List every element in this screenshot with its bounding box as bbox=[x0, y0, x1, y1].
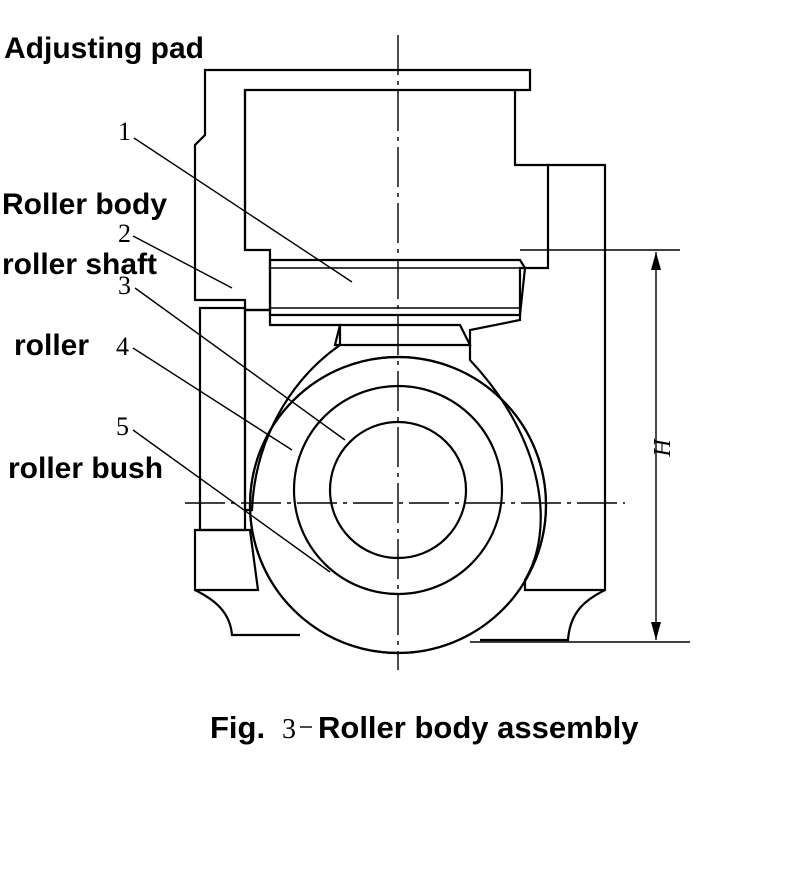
leader-3 bbox=[134, 287, 346, 441]
leader-4 bbox=[132, 347, 293, 451]
part-number-3: 3 bbox=[118, 271, 131, 300]
body-left-outer-slot bbox=[198, 306, 247, 532]
caption-prefix: Fig. bbox=[210, 710, 265, 745]
dimension-h-label: H bbox=[650, 438, 676, 458]
label-roller-shaft: roller shaft bbox=[2, 248, 157, 281]
body-left-foot bbox=[193, 528, 260, 592]
caption-number: 3 bbox=[282, 714, 296, 745]
body-left-lower-wall bbox=[243, 308, 342, 512]
body-right-block bbox=[468, 163, 607, 592]
part-number-5: 5 bbox=[116, 412, 129, 441]
roller-body-section bbox=[193, 68, 607, 642]
body-bottom-left-arc bbox=[194, 589, 300, 637]
figure-caption: Fig. 3 Roller body assembly bbox=[210, 710, 639, 745]
part-number-4: 4 bbox=[116, 332, 129, 361]
adjusting-pad-outline bbox=[268, 258, 527, 317]
leader-5 bbox=[132, 429, 331, 573]
label-roller: roller bbox=[14, 329, 89, 362]
leader-2 bbox=[132, 235, 233, 289]
leader-lines bbox=[132, 137, 353, 573]
body-neck bbox=[333, 323, 472, 347]
caption-title: Roller body assembly bbox=[318, 710, 639, 745]
body-bottom-right-arc bbox=[480, 589, 606, 642]
leader-1 bbox=[133, 137, 353, 283]
body-top-opening-edge bbox=[513, 90, 548, 167]
dimension-h: H bbox=[470, 249, 690, 643]
part-number-1: 1 bbox=[118, 117, 131, 146]
label-roller-body: Roller body bbox=[2, 188, 167, 221]
label-adjusting-pad: Adjusting pad bbox=[4, 32, 204, 65]
label-roller-bush: roller bush bbox=[8, 452, 163, 485]
part-number-2: 2 bbox=[118, 219, 131, 248]
